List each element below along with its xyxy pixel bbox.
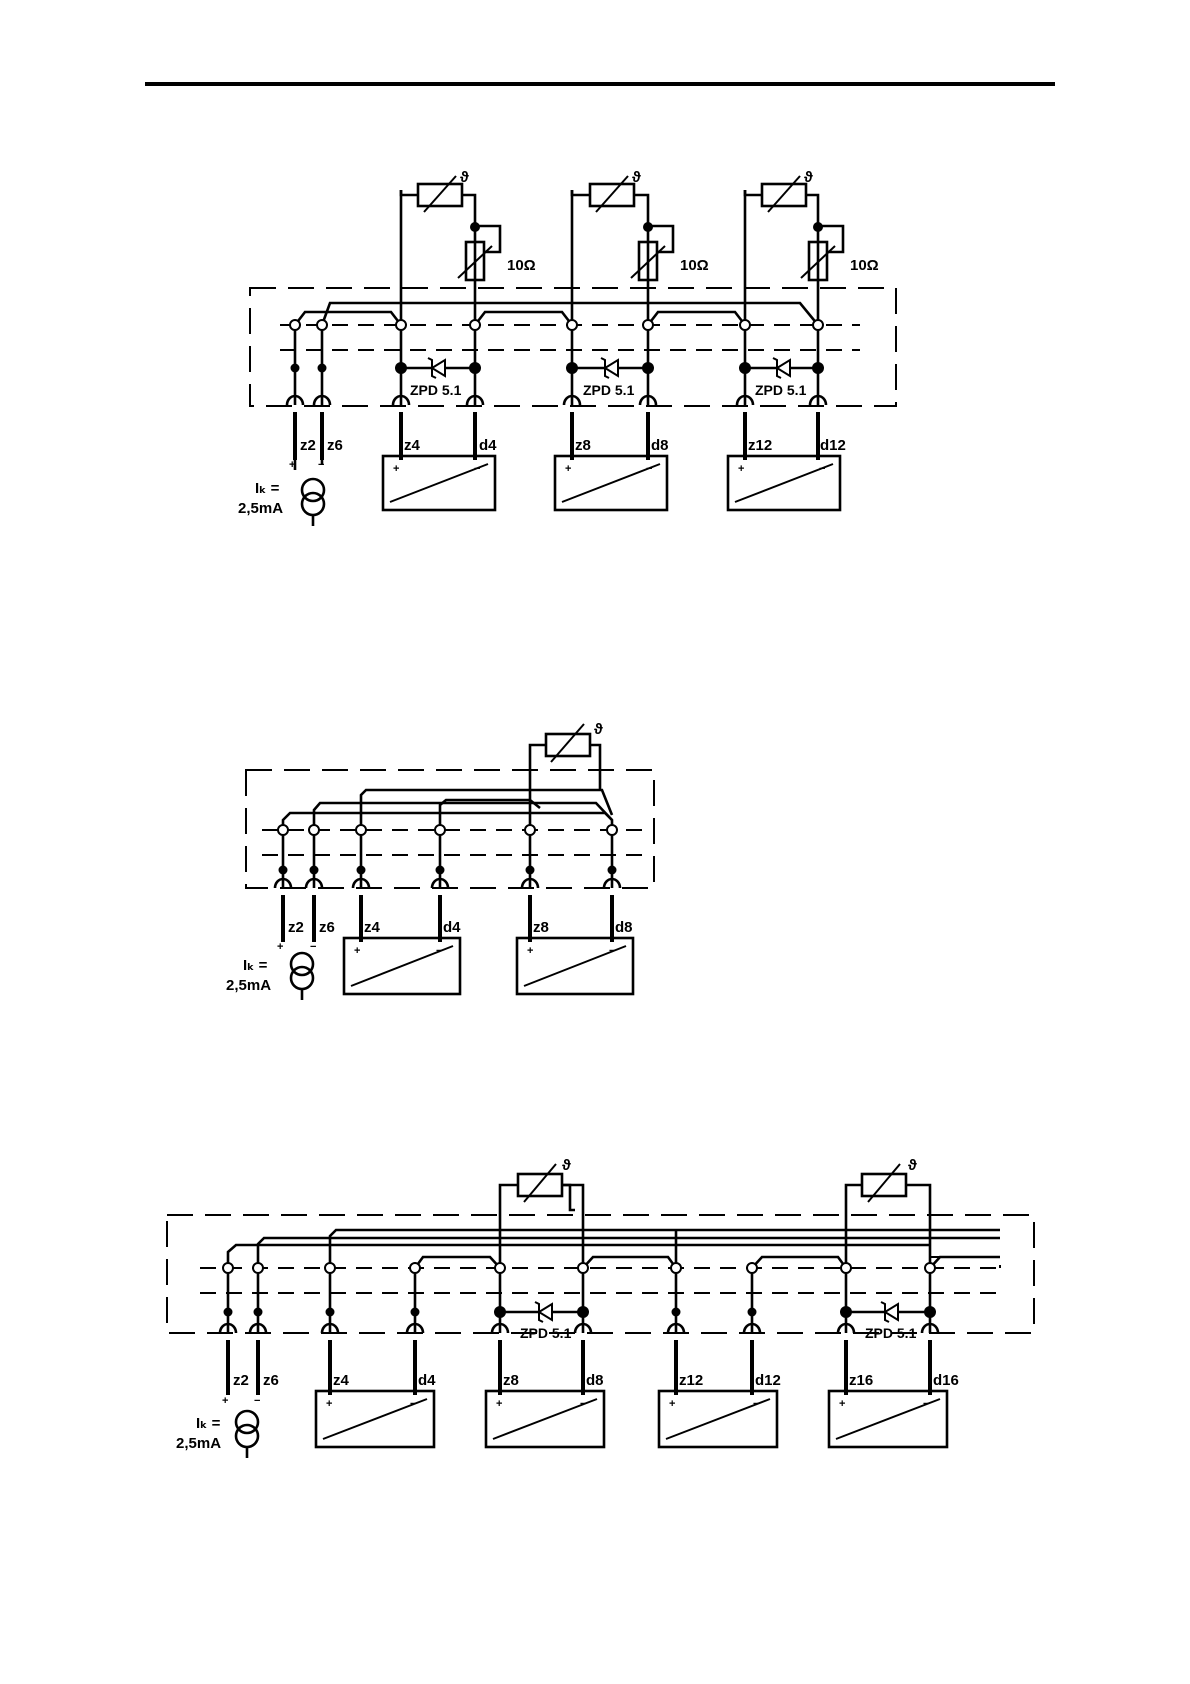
input-module-icon: + − xyxy=(383,456,495,510)
terminal-label: d8 xyxy=(586,1372,604,1389)
input-module-icon: + − xyxy=(728,456,840,510)
terminal-label: z8 xyxy=(503,1372,519,1389)
svg-text:+: + xyxy=(326,1398,332,1410)
housing-outline xyxy=(167,1215,1034,1333)
thermistor-icon xyxy=(518,1174,562,1196)
resistor-label: 10Ω xyxy=(507,257,536,274)
theta-symbol: ϑ xyxy=(562,1157,571,1174)
theta-symbol: ϑ xyxy=(908,1157,917,1174)
current-source-icon: + − xyxy=(289,459,324,526)
theta-symbol: ϑ xyxy=(632,169,641,186)
resistor-label: 10Ω xyxy=(850,257,879,274)
zener-diode-2: ZPD 5.1 xyxy=(846,1302,930,1341)
terminal-label: d4 xyxy=(418,1372,436,1389)
svg-text:−: − xyxy=(254,1395,260,1407)
zener-label: ZPD 5.1 xyxy=(755,382,807,398)
svg-text:+: + xyxy=(277,941,283,953)
resistor-label: 10Ω xyxy=(680,257,709,274)
current-source-icon: + − xyxy=(222,1395,260,1458)
source-label: 2,5mA xyxy=(226,977,271,994)
terminal-label: z2 xyxy=(300,437,316,454)
source-label: Iₖ = xyxy=(196,1415,221,1432)
terminal-label: z12 xyxy=(679,1372,703,1389)
source-label: 2,5mA xyxy=(176,1435,221,1452)
thermistor-group-2: ϑ 10Ω xyxy=(572,169,709,280)
terminal-label: d16 xyxy=(933,1372,959,1389)
terminal-label: z8 xyxy=(533,919,549,936)
current-source-icon: + − xyxy=(277,941,316,1000)
svg-text:−: − xyxy=(819,463,825,475)
svg-text:−: − xyxy=(609,945,615,957)
svg-text:−: − xyxy=(310,941,316,953)
terminal-label: z2 xyxy=(288,919,304,936)
svg-text:+: + xyxy=(354,945,360,957)
zener-diode-3: ZPD 5.1 xyxy=(745,358,818,398)
thermistor-icon xyxy=(862,1174,906,1196)
theta-symbol: ϑ xyxy=(594,721,603,738)
zener-diode-1: ZPD 5.1 xyxy=(401,358,475,398)
svg-text:+: + xyxy=(669,1398,675,1410)
svg-text:+: + xyxy=(565,463,571,475)
input-module-icon: + − xyxy=(344,938,460,994)
input-module-icon: + − xyxy=(659,1391,777,1447)
svg-text:+: + xyxy=(496,1398,502,1410)
terminal-label: d4 xyxy=(443,919,461,936)
input-module-icon: + − xyxy=(517,938,633,994)
terminal-label: z2 xyxy=(233,1372,249,1389)
terminal-label: z8 xyxy=(575,437,591,454)
svg-text:−: − xyxy=(753,1398,759,1410)
zener-label: ZPD 5.1 xyxy=(583,382,635,398)
svg-text:+: + xyxy=(839,1398,845,1410)
terminal-label: d8 xyxy=(615,919,633,936)
terminal-label: z6 xyxy=(319,919,335,936)
input-module-icon: + − xyxy=(316,1391,434,1447)
source-label: Iₖ = xyxy=(255,480,280,497)
terminal-label: z16 xyxy=(849,1372,873,1389)
svg-text:+: + xyxy=(527,945,533,957)
thermistor-group-2: ϑ xyxy=(846,1157,930,1268)
terminal-label: z12 xyxy=(748,437,772,454)
thermistor-group-3: ϑ 10Ω xyxy=(745,169,879,280)
source-label: Iₖ = xyxy=(243,957,268,974)
terminal-label: z4 xyxy=(404,437,421,454)
zener-diode-2: ZPD 5.1 xyxy=(572,358,648,398)
svg-text:+: + xyxy=(738,463,744,475)
terminal-label: d12 xyxy=(820,437,846,454)
terminal-label: z6 xyxy=(327,437,343,454)
terminal-label: z4 xyxy=(364,919,381,936)
theta-symbol: ϑ xyxy=(804,169,813,186)
source-label: 2,5mA xyxy=(238,500,283,517)
zener-diode-1: ZPD 5.1 xyxy=(500,1302,583,1341)
circuit-diagram-1: ϑ 10Ω ϑ 10Ω ϑ 10Ω xyxy=(0,160,1190,540)
terminal-label: d4 xyxy=(479,437,497,454)
thermistor-group-1: ϑ 10Ω xyxy=(401,169,536,280)
svg-text:−: − xyxy=(474,463,480,475)
input-module-icon: + − xyxy=(555,456,667,510)
terminal-label: d8 xyxy=(651,437,669,454)
svg-text:−: − xyxy=(646,463,652,475)
top-rule xyxy=(145,82,1055,86)
input-module-icon: + − xyxy=(829,1391,947,1447)
zener-label: ZPD 5.1 xyxy=(865,1325,917,1341)
terminal-label: d12 xyxy=(755,1372,781,1389)
svg-text:+: + xyxy=(393,463,399,475)
circuit-diagram-2: ϑ z2 z6 z4 d4 z8 d8 + − Iₖ = 2,5mA xyxy=(0,720,1190,1020)
svg-text:−: − xyxy=(410,1398,416,1410)
zener-label: ZPD 5.1 xyxy=(410,382,462,398)
terminal-label: z4 xyxy=(333,1372,350,1389)
svg-text:−: − xyxy=(923,1398,929,1410)
svg-text:+: + xyxy=(222,1395,228,1407)
zener-label: ZPD 5.1 xyxy=(520,1325,572,1341)
thermistor-icon xyxy=(546,734,590,756)
circuit-diagram-3: ϑ ϑ ZPD 5.1 ZPD 5.1 xyxy=(0,1140,1190,1480)
svg-text:−: − xyxy=(436,945,442,957)
thermistor-group-1: ϑ xyxy=(500,1157,583,1268)
input-module-icon: + − xyxy=(486,1391,604,1447)
terminal-label: z6 xyxy=(263,1372,279,1389)
theta-symbol: ϑ xyxy=(460,169,469,186)
svg-text:−: − xyxy=(580,1398,586,1410)
